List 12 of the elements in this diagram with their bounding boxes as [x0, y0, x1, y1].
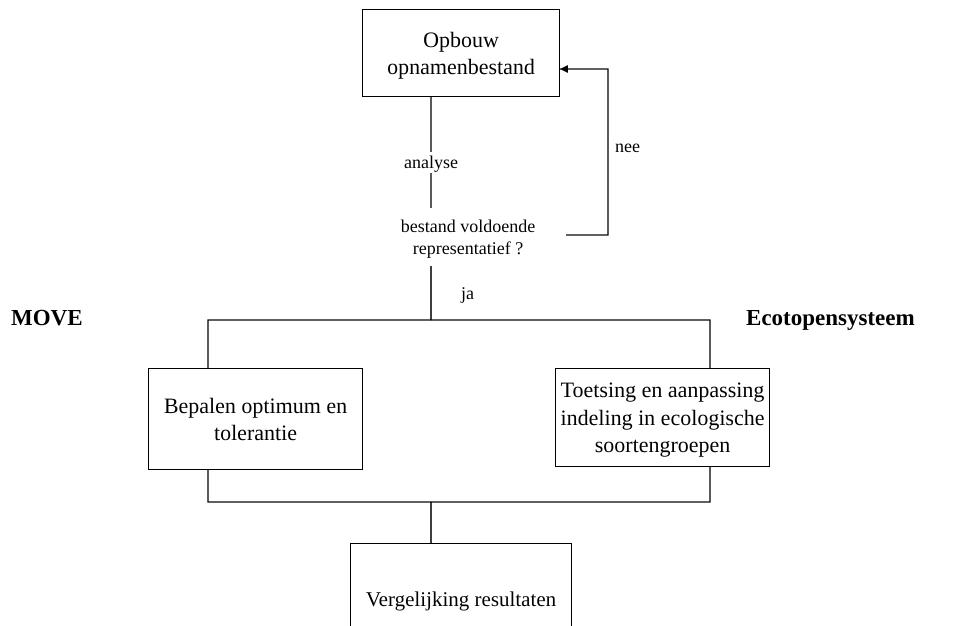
- decision-text: bestand voldoende representatief ?: [368, 208, 568, 266]
- box-text: Opbouw opnamenbestand: [386, 26, 536, 80]
- connector-line: [430, 266, 711, 368]
- section-heading: Ecotopensysteem: [746, 304, 915, 332]
- section-heading: MOVE: [11, 304, 83, 332]
- box-text: Bepalen optimum en tolerantie: [162, 392, 348, 446]
- arrow: [560, 65, 609, 236]
- box-text: Toetsing en aanpassing indeling in ecologische soortengroepen: [559, 376, 766, 459]
- process-box: [362, 9, 560, 97]
- box-text: Vergelijking resultaten: [366, 586, 556, 612]
- process-box: [350, 543, 572, 626]
- connector-line: [430, 467, 711, 543]
